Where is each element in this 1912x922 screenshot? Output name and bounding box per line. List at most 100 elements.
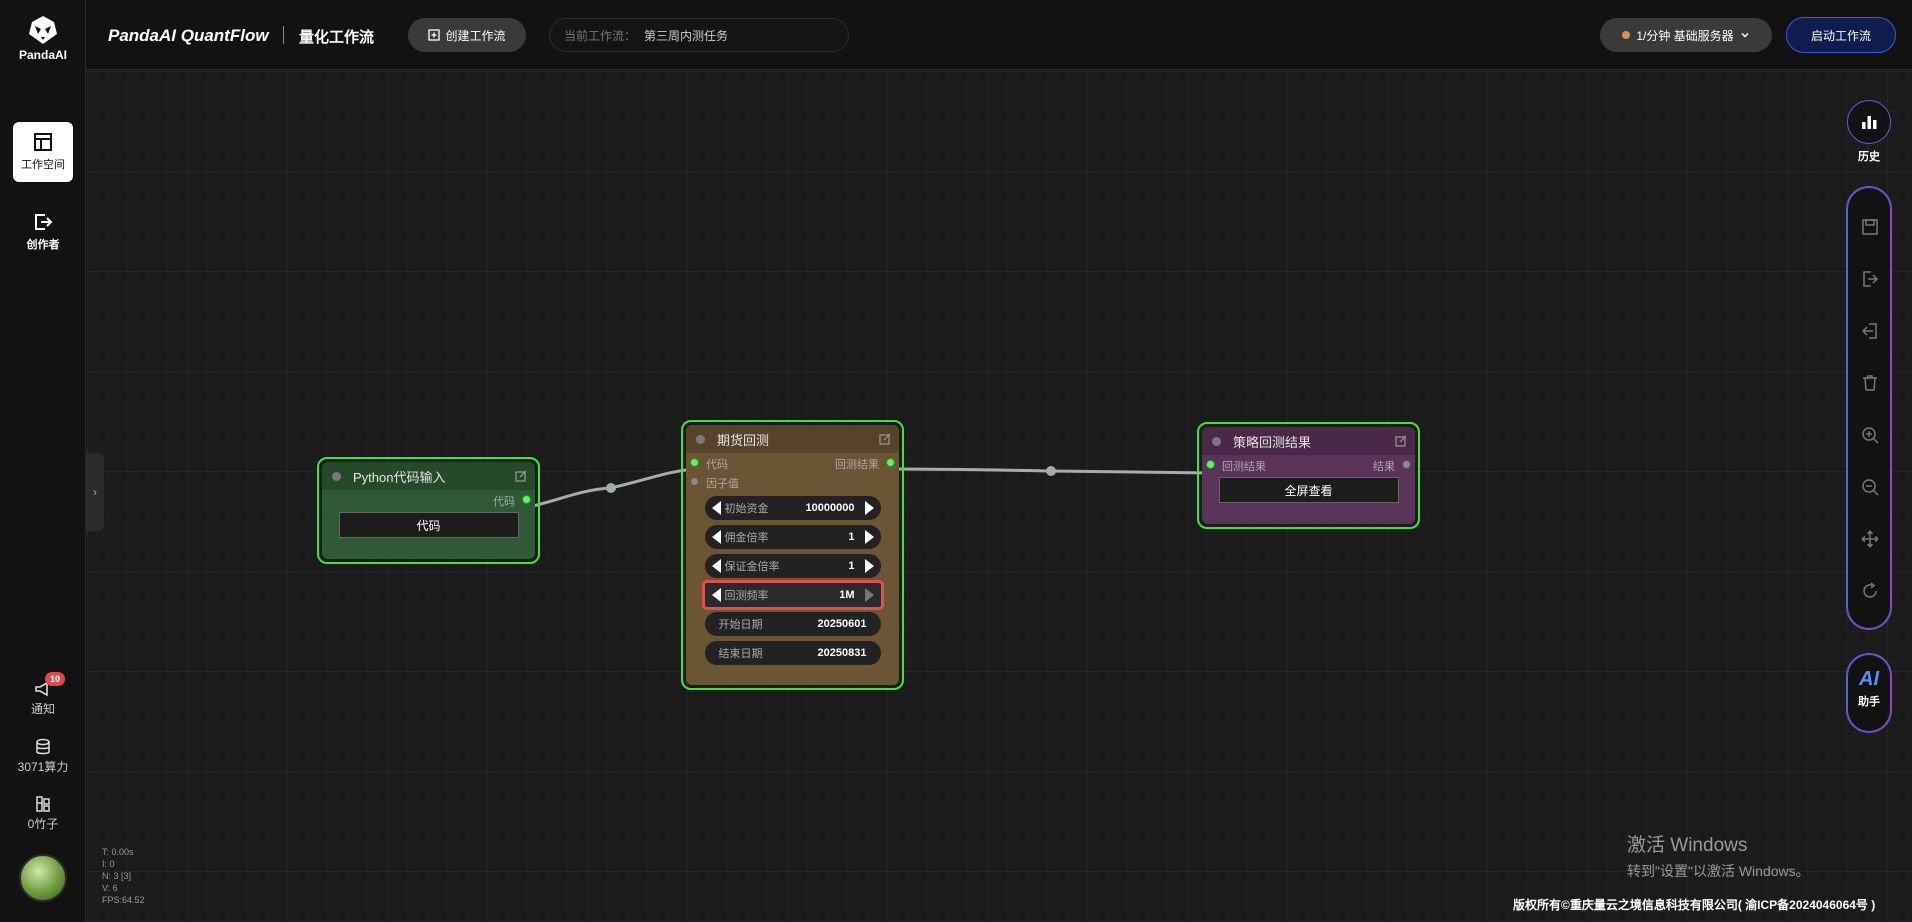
refresh-icon[interactable] — [1860, 581, 1880, 601]
sidebar-notify[interactable]: 10 通知 — [0, 672, 86, 717]
coin-icon — [1622, 31, 1631, 39]
widget-commission-rate[interactable]: 佣金倍率 1 — [704, 525, 881, 549]
chevron-right-icon: › — [93, 485, 97, 499]
avatar[interactable] — [19, 854, 67, 902]
input-port-label: 因子值 — [706, 478, 739, 490]
output-port-final[interactable] — [1402, 460, 1411, 469]
windows-activation-watermark: 激活 Windows 转到"设置"以激活 Windows。 — [1627, 830, 1810, 881]
sidebar-item-workspace[interactable]: 工作空间 — [13, 122, 73, 182]
current-workflow-value: 第三周内测任务 — [644, 28, 729, 43]
port-row: 因子值 — [686, 472, 899, 491]
zoom-in-icon[interactable] — [1860, 425, 1880, 445]
stat-nodes: N: 3 [3] — [102, 871, 132, 881]
increment-arrow-icon[interactable] — [864, 559, 874, 573]
code-input-button[interactable]: 代码 — [338, 512, 519, 538]
widget-value: 1M — [839, 589, 855, 601]
decrement-arrow-icon[interactable] — [711, 588, 721, 602]
sidebar-compute[interactable]: 3071算力 — [0, 738, 86, 775]
node-title: 策略回测结果 — [1233, 434, 1312, 450]
output-port-code[interactable] — [522, 495, 531, 504]
input-port-code[interactable] — [690, 458, 699, 467]
workflow-canvas[interactable] — [87, 71, 1912, 922]
edit-icon[interactable] — [515, 470, 527, 482]
server-select[interactable]: 1/分钟 基础服务器 — [1600, 18, 1772, 52]
node-python-input[interactable]: Python代码输入 代码 代码 — [317, 457, 540, 564]
sidebar-item-creator[interactable]: 创作者 — [13, 202, 73, 262]
widget-label: 佣金倍率 — [724, 532, 769, 544]
bar-chart-icon — [1862, 116, 1877, 129]
input-port-result[interactable] — [1206, 460, 1215, 469]
create-workflow-button[interactable]: 创建工作流 — [408, 18, 526, 52]
watermark-line2: 转到"设置"以激活 Windows。 — [1627, 863, 1810, 879]
output-port-result[interactable] — [886, 458, 895, 467]
node-title: 期货回测 — [717, 432, 770, 448]
stat-i: I: 0 — [102, 859, 115, 869]
node-futures-backtest[interactable]: 期货回测 代码 回测结果 因子值 初始资金 10000000 — [681, 420, 904, 690]
ai-assistant-button[interactable]: AI 助手 — [1846, 653, 1892, 733]
node-header[interactable]: 策略回测结果 — [1202, 427, 1415, 455]
compute-label: 3071算力 — [17, 760, 69, 774]
port-row: 回测结果 结果 — [1202, 455, 1415, 474]
brand-title: PandaAI QuantFlow — [108, 26, 269, 45]
widget-value: 10000000 — [805, 502, 855, 514]
widget-initial-capital[interactable]: 初始资金 10000000 — [704, 496, 881, 520]
export-icon[interactable] — [1860, 269, 1880, 289]
decrement-arrow-icon[interactable] — [711, 559, 721, 573]
output-port-label: 代码 — [493, 496, 515, 508]
app-logo: PandaAI — [0, 14, 86, 62]
widget-margin-rate[interactable]: 保证金倍率 1 — [704, 554, 881, 578]
widget-backtest-frequency[interactable]: 回测频率 1M — [701, 580, 884, 610]
widget-value: 20250831 — [817, 647, 867, 659]
input-port-factor[interactable] — [690, 477, 699, 486]
export-icon — [35, 214, 53, 230]
save-icon[interactable] — [1860, 217, 1880, 237]
start-workflow-button[interactable]: 启动工作流 — [1786, 17, 1896, 53]
node-backtest-result[interactable]: 策略回测结果 回测结果 结果 全屏查看 — [1197, 422, 1420, 529]
ai-assistant-label: 助手 — [1858, 696, 1880, 708]
fullscreen-view-button[interactable]: 全屏查看 — [1218, 477, 1399, 503]
left-sidebar: PandaAI 工作空间 创作者 10 通知 — [0, 0, 86, 922]
increment-arrow-icon[interactable] — [864, 530, 874, 544]
watermark-line1: 激活 Windows — [1627, 835, 1748, 856]
widget-value: 1 — [848, 531, 855, 543]
edit-icon[interactable] — [879, 433, 891, 445]
widget-label: 初始资金 — [724, 503, 769, 515]
render-stats: T: 0.00s I: 0 N: 3 [3] V: 6 FPS:64.52 — [102, 846, 145, 906]
megaphone-icon — [35, 681, 48, 697]
current-workflow-field[interactable]: 当前工作流： 第三周内测任务 — [549, 18, 849, 52]
widget-start-date[interactable]: 开始日期 20250601 — [704, 612, 881, 636]
node-status-dot — [332, 471, 341, 481]
sidebar-bamboo[interactable]: 0竹子 — [0, 795, 86, 832]
input-port-label: 回测结果 — [1222, 461, 1266, 473]
stat-fps: FPS:64.52 — [102, 895, 145, 905]
create-workflow-label: 创建工作流 — [445, 28, 506, 43]
zoom-out-icon[interactable] — [1860, 477, 1880, 497]
history-button[interactable]: 历史 — [1846, 100, 1892, 164]
decrement-arrow-icon[interactable] — [711, 501, 721, 515]
move-icon[interactable] — [1860, 529, 1880, 549]
increment-arrow-icon[interactable] — [864, 588, 874, 602]
increment-arrow-icon[interactable] — [864, 501, 874, 515]
panel-expand-toggle[interactable]: › — [86, 453, 104, 531]
notify-label: 通知 — [30, 702, 55, 716]
server-label: 1/分钟 基础服务器 — [1636, 28, 1734, 43]
port-row: 代码 — [322, 490, 535, 509]
layout-icon — [34, 133, 52, 151]
node-header[interactable]: Python代码输入 — [322, 462, 535, 490]
import-icon[interactable] — [1860, 321, 1880, 341]
edit-icon[interactable] — [1395, 435, 1407, 447]
sidebar-item-label: 工作空间 — [21, 159, 65, 171]
node-title: Python代码输入 — [353, 469, 446, 485]
widget-value: 1 — [848, 560, 855, 572]
widget-end-date[interactable]: 结束日期 20250831 — [704, 641, 881, 665]
trash-icon[interactable] — [1860, 373, 1880, 393]
output-port-label: 结果 — [1373, 461, 1395, 473]
ai-logo-text: AI — [1859, 668, 1879, 690]
widget-label: 开始日期 — [718, 619, 763, 631]
node-header[interactable]: 期货回测 — [686, 425, 899, 453]
decrement-arrow-icon[interactable] — [711, 530, 721, 544]
widget-label: 保证金倍率 — [724, 561, 780, 573]
notify-badge: 10 — [45, 672, 66, 686]
widget-label: 结束日期 — [718, 648, 763, 660]
